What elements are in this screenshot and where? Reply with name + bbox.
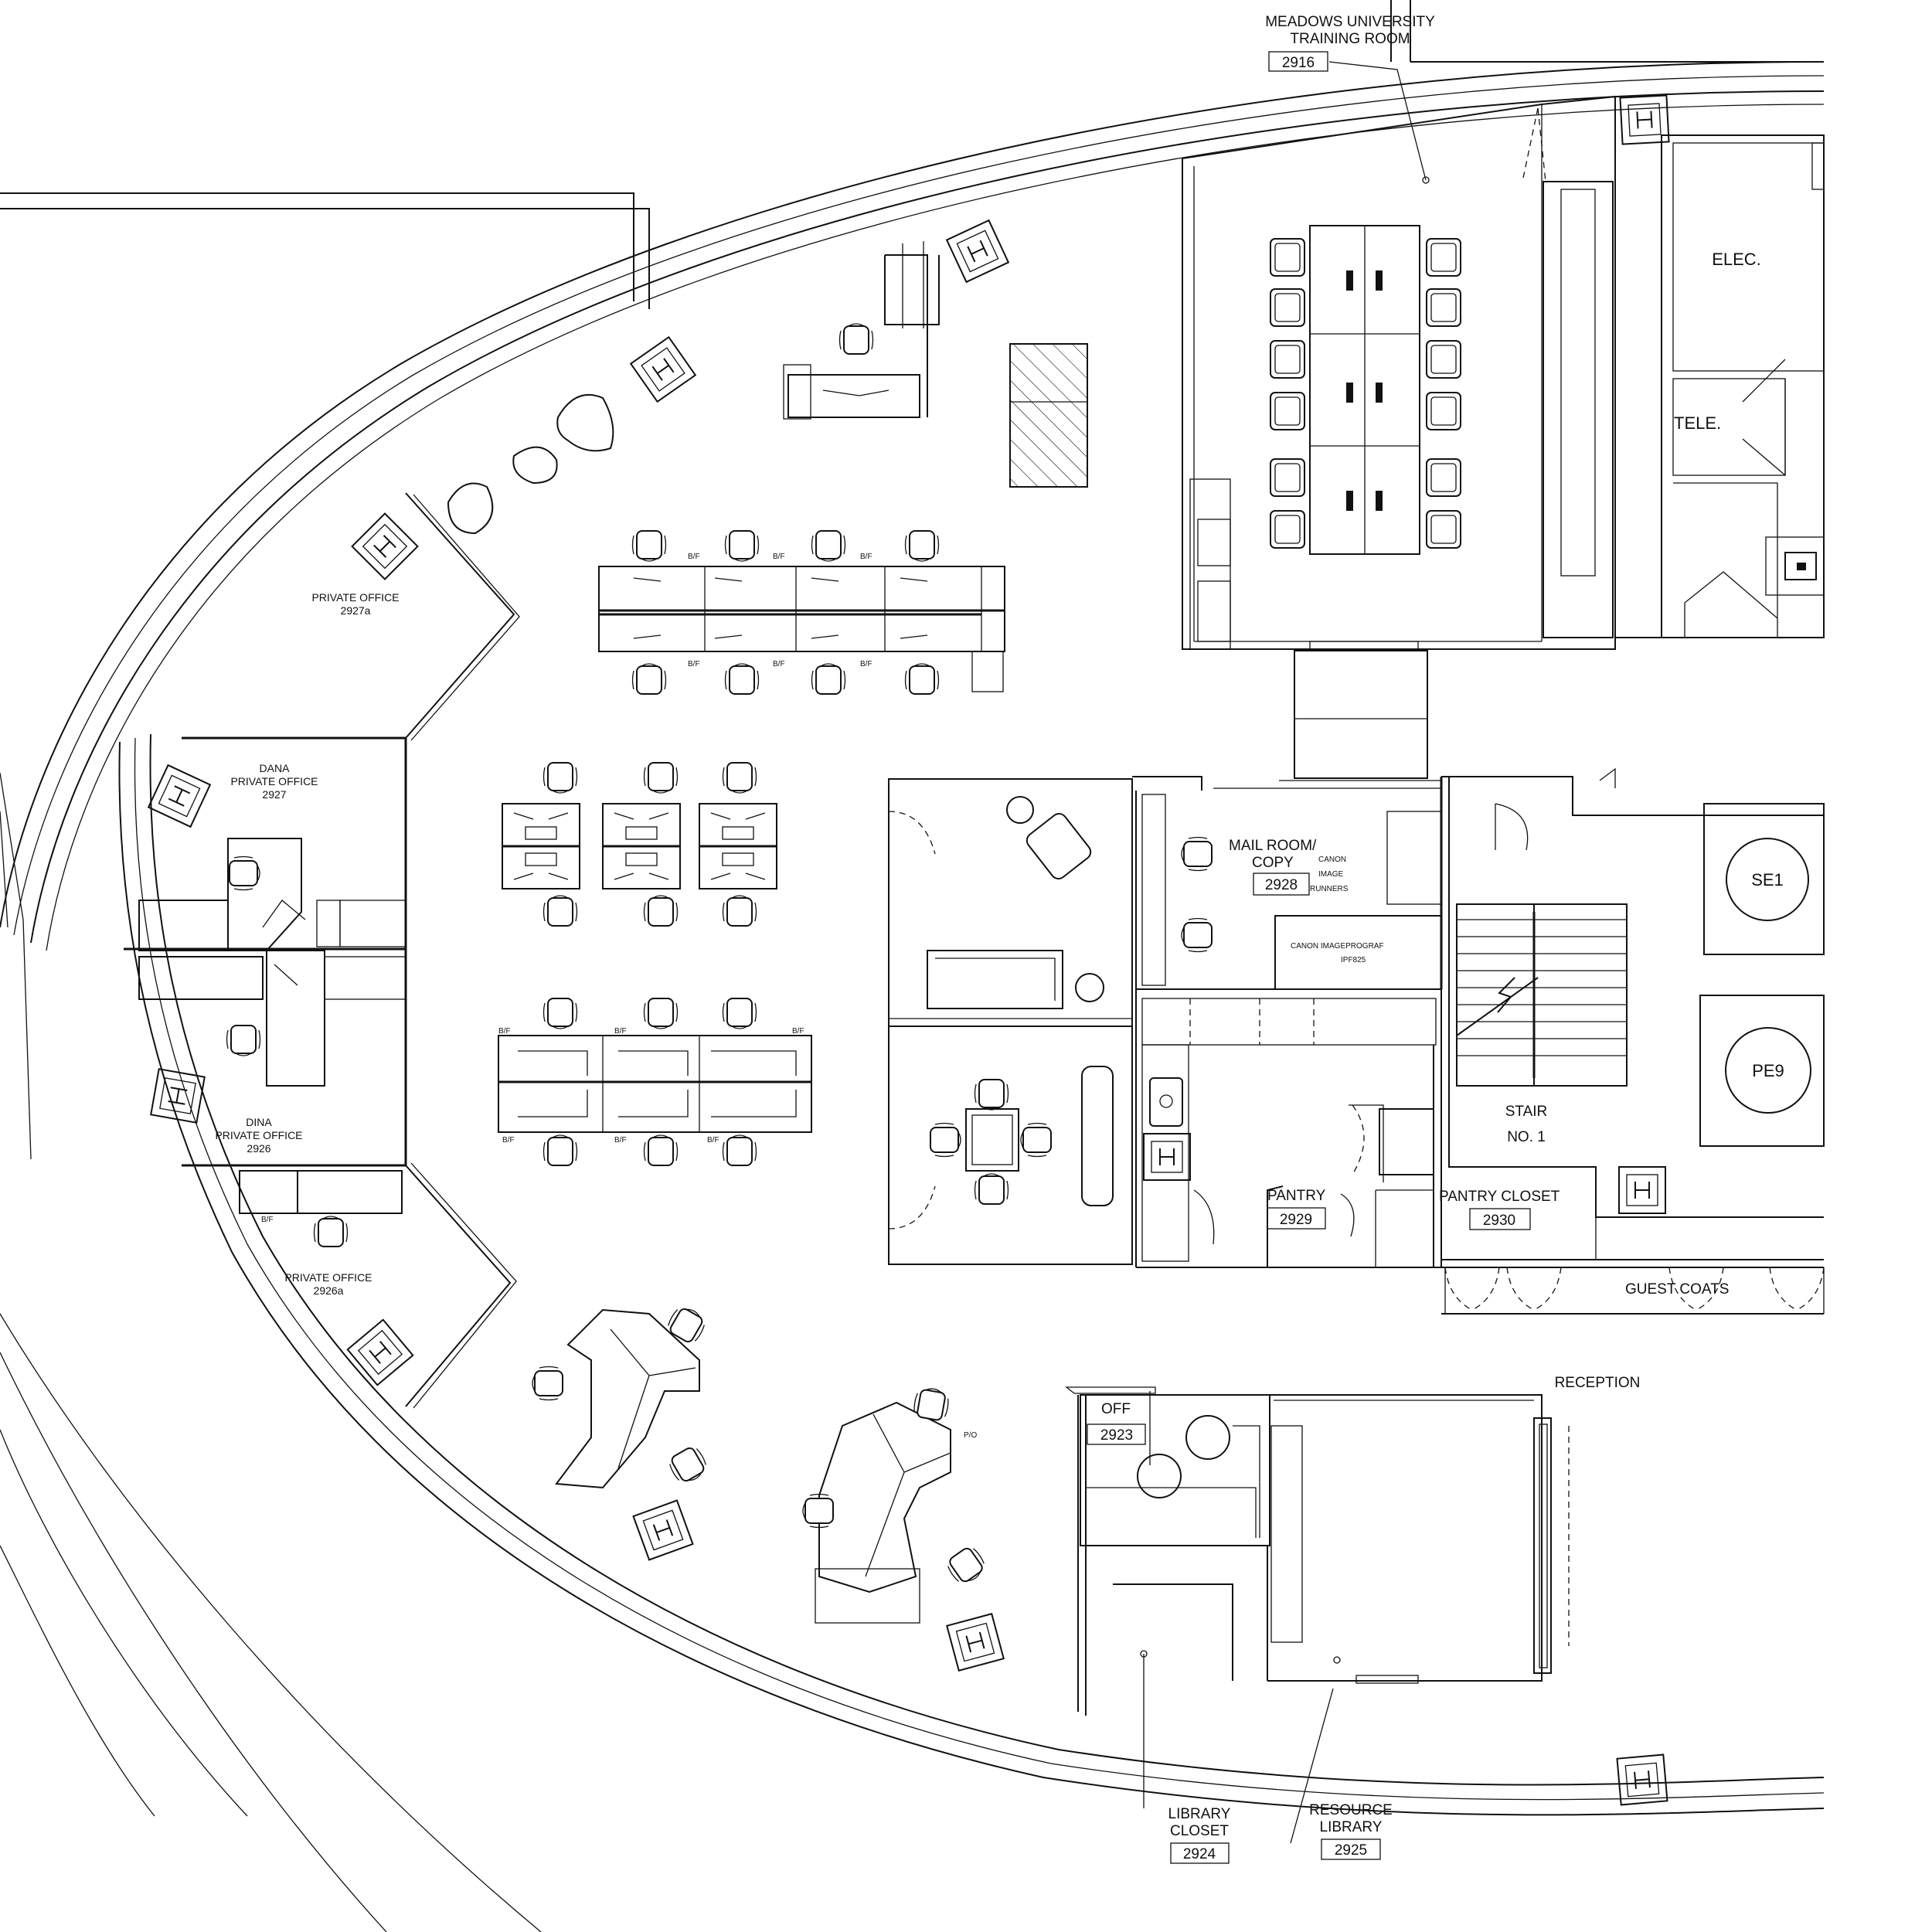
- pantry: [1135, 989, 1441, 1268]
- off-number: 2923: [1100, 1427, 1133, 1444]
- bf-tag: B/F: [688, 660, 700, 668]
- guest-coats: [1441, 1259, 1825, 1315]
- private-office-2926a-number: 2926a: [314, 1284, 344, 1297]
- copier-note: CANON: [1318, 855, 1346, 864]
- dana-office-label: PRIVATE OFFICE: [230, 775, 318, 787]
- mail-room-label-1: MAIL ROOM/: [1229, 838, 1317, 854]
- pantry-label: PANTRY: [1267, 1188, 1326, 1204]
- copier-note: IMAGE: [1318, 870, 1344, 879]
- library-closet-label-2: CLOSET: [1170, 1823, 1229, 1839]
- bf-tag: B/F: [792, 1027, 804, 1036]
- bf-tag: B/F: [261, 1216, 274, 1224]
- tele-label: TELE.: [1674, 413, 1721, 433]
- bf-tag: B/F: [860, 553, 872, 561]
- workstation-cluster-middle: [501, 762, 778, 927]
- mail-room-number: 2928: [1265, 877, 1298, 893]
- bf-tag: B/F: [860, 660, 872, 668]
- resource-library-number: 2925: [1335, 1842, 1367, 1859]
- se1-label: SE1: [1751, 870, 1784, 889]
- copier-note: RUNNERS: [1310, 885, 1349, 893]
- training-room: [1182, 51, 1616, 779]
- bench-row-top: [598, 530, 1005, 695]
- library-closet-number: 2924: [1183, 1846, 1216, 1862]
- training-room-label-1: MEADOWS UNIVERSITY: [1265, 14, 1435, 30]
- bf-tag: B/F: [498, 1027, 511, 1036]
- resource-library-label-1: RESOURCE: [1309, 1802, 1393, 1818]
- private-offices: [124, 492, 520, 1409]
- stair-label-2: NO. 1: [1507, 1129, 1546, 1145]
- pantry-number: 2929: [1280, 1212, 1312, 1228]
- bf-tag: B/F: [688, 553, 700, 561]
- elec-label: ELEC.: [1712, 250, 1761, 269]
- building-envelope: [0, 61, 1825, 1932]
- dina-office-label: PRIVATE OFFICE: [215, 1129, 302, 1141]
- core-elec-tele: [1390, 0, 1825, 638]
- plotter-label: CANON IMAGEPROGRAF: [1291, 942, 1384, 951]
- library-closet-label-1: LIBRARY: [1168, 1806, 1231, 1822]
- training-room-number: 2916: [1282, 55, 1315, 71]
- bf-tag: B/F: [614, 1027, 627, 1036]
- pantry-closet-number: 2930: [1483, 1213, 1515, 1229]
- lounge-area: [447, 241, 1088, 535]
- stair-core: [1440, 767, 1825, 1267]
- private-office-2927a-label: PRIVATE OFFICE: [311, 591, 399, 604]
- workstation-cluster-lower: [498, 998, 812, 1166]
- bf-tag: B/F: [773, 660, 785, 668]
- training-room-label-2: TRAINING ROOM: [1290, 31, 1410, 47]
- pantry-closet-label: PANTRY CLOSET: [1439, 1189, 1560, 1205]
- bf-tag: B/F: [502, 1136, 515, 1145]
- reception-label: RECEPTION: [1555, 1375, 1641, 1391]
- bf-tag: B/F: [707, 1136, 719, 1145]
- private-office-2927a-number: 2927a: [341, 604, 371, 617]
- mail-room-label-2: COPY: [1252, 855, 1294, 871]
- bf-tag: B/F: [614, 1136, 627, 1145]
- meeting-room: [888, 778, 1133, 1265]
- dana-name: DANA: [260, 762, 291, 774]
- po-tag: P/O: [964, 1431, 977, 1440]
- dina-office-number: 2926: [247, 1142, 270, 1155]
- bf-tag: B/F: [773, 553, 785, 561]
- guest-coats-label: GUEST COATS: [1625, 1281, 1729, 1298]
- private-office-2926a-label: PRIVATE OFFICE: [284, 1271, 372, 1284]
- library-suite: [1065, 1386, 1570, 1844]
- pe9-label: PE9: [1752, 1061, 1784, 1080]
- resource-library-label-2: LIBRARY: [1320, 1819, 1383, 1835]
- pinwheel-workstations: [532, 1302, 990, 1624]
- dana-office-number: 2927: [262, 788, 286, 801]
- dina-name: DINA: [246, 1116, 272, 1128]
- stair-label-1: STAIR: [1505, 1104, 1548, 1120]
- off-label: OFF: [1101, 1401, 1131, 1417]
- plotter-model: IPF825: [1341, 956, 1366, 964]
